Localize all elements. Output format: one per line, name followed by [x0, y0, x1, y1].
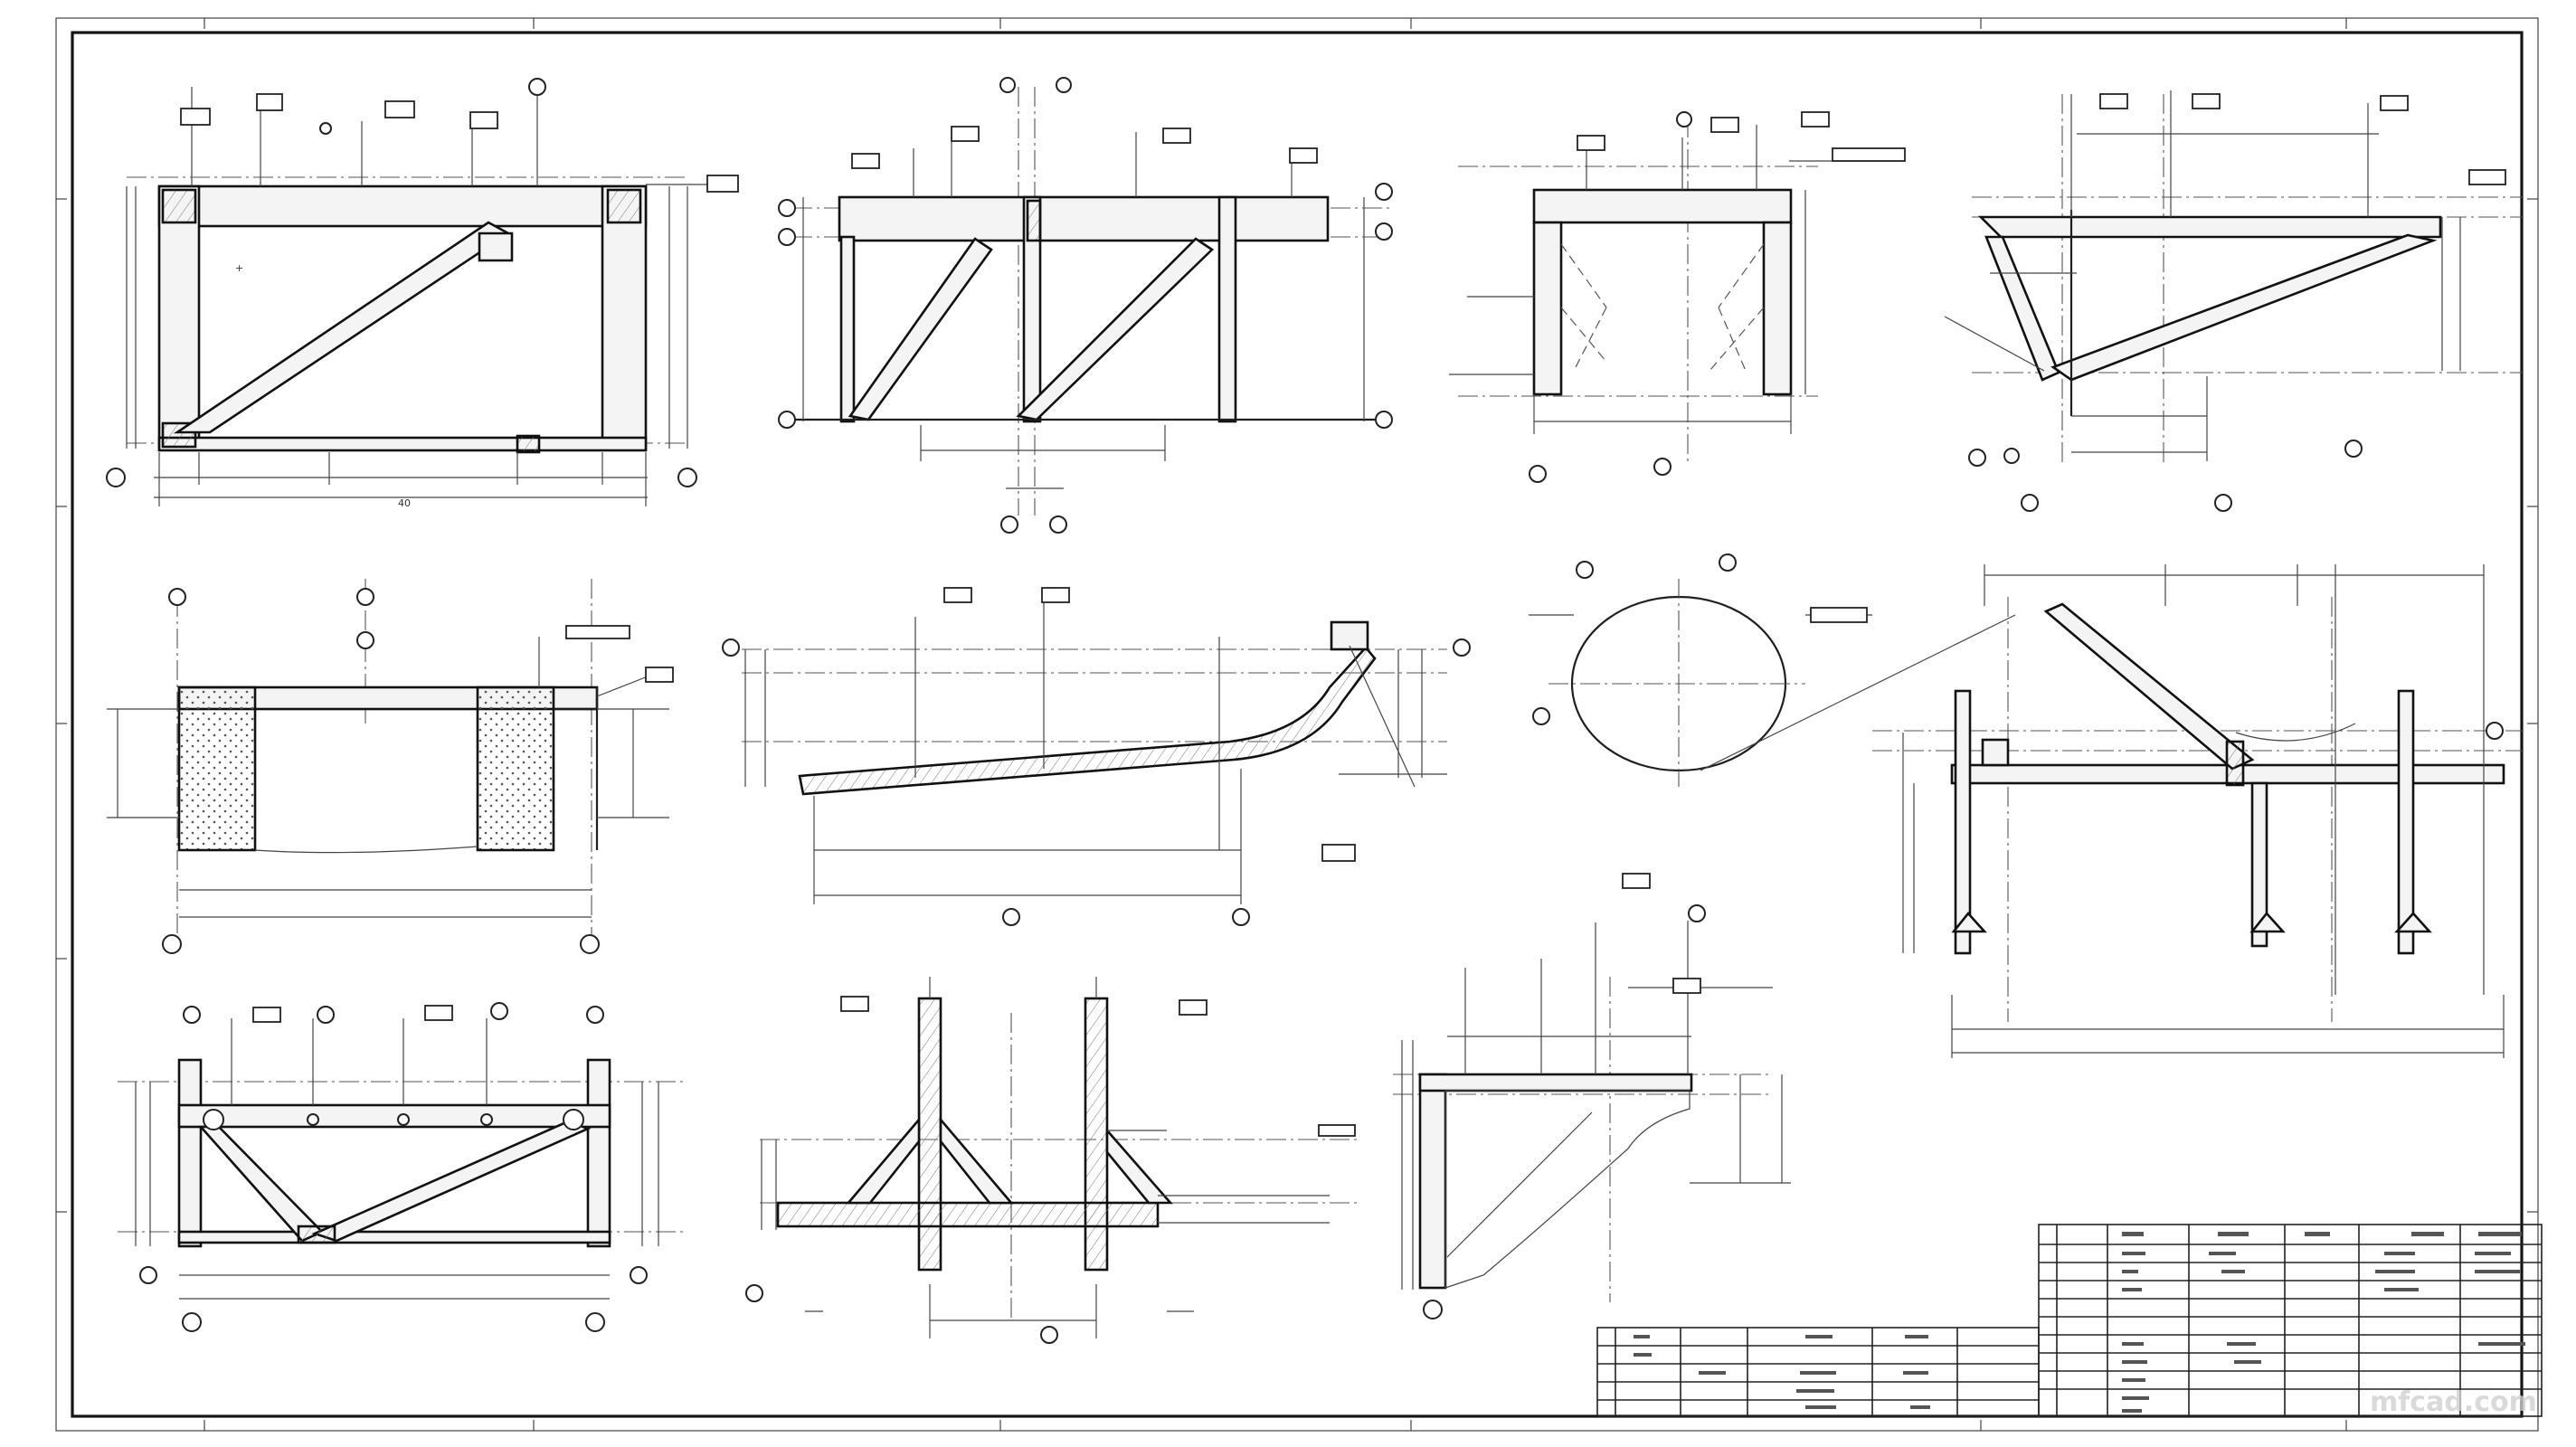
view-6-sloped-channel — [722, 587, 1471, 926]
view-7-circle-section — [1529, 553, 2016, 787]
title-block: mfcad.com — [1596, 1224, 2543, 1418]
view-11-bracket — [1393, 873, 1791, 1319]
view-5-plate-elevation — [107, 579, 674, 954]
watermark: mfcad.com — [2370, 1386, 2537, 1418]
view-2-double-brace-frame — [778, 77, 1393, 534]
view-4-cantilever-brace — [1944, 90, 2524, 512]
svg-text:+: + — [235, 262, 243, 274]
view-10-column-cross — [745, 977, 1357, 1344]
view-9-v-brace-frame — [118, 1002, 687, 1332]
svg-text:40: 40 — [398, 497, 411, 509]
sheet-border — [55, 17, 2539, 1432]
view-1-braced-frame: 40 + — [106, 78, 739, 509]
view-3-portal-frame — [1449, 111, 1906, 483]
view-8-truss-support — [1872, 564, 2524, 1058]
